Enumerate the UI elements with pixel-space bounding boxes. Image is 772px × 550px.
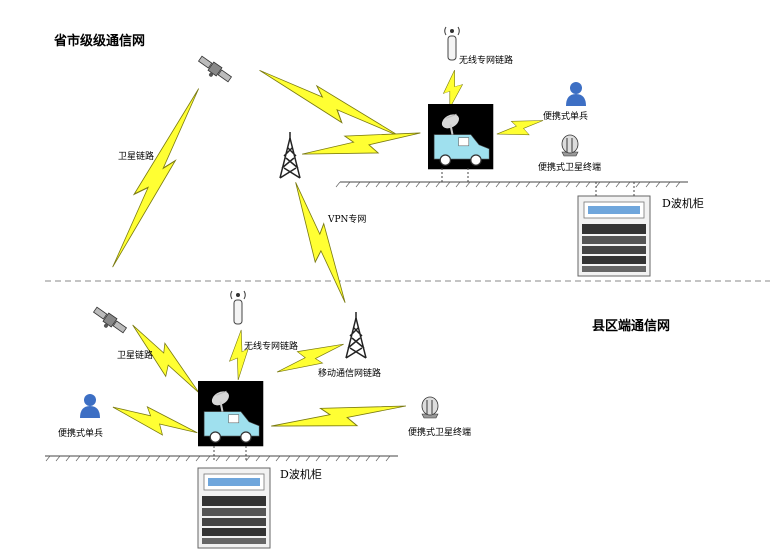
- label-wireless-link-top: 无线专网链路: [459, 54, 513, 66]
- link-tower-to-vehicle-bolt: [299, 118, 424, 171]
- link-vehicle-to-soldier-top-bolt: [494, 109, 547, 147]
- region-title-bottom: 县区端通信网: [592, 318, 670, 334]
- sat-terminal-icon: [561, 134, 579, 157]
- person-icon: [566, 82, 586, 106]
- cabinet-icon: [577, 195, 651, 277]
- sat-terminal-icon: [421, 396, 439, 419]
- tower-icon: [345, 311, 367, 359]
- region-title-top: 省市级级通信网: [53, 33, 145, 49]
- person-icon: [80, 394, 100, 418]
- label-sat-terminal-top: 便携式卫星终端: [538, 161, 601, 173]
- link-antenna-to-vehicle-bottom-bolt: [228, 329, 250, 381]
- antenna-icon: [230, 290, 246, 325]
- cabinet-icon: [197, 467, 271, 549]
- label-portable-soldier-top: 便携式单兵: [543, 110, 588, 122]
- satellite-icon: [194, 54, 234, 88]
- ground-bottom: [45, 455, 398, 462]
- link-soldier-to-vehicle-bottom-bolt: [108, 398, 201, 443]
- label-vpn: VPN专网: [327, 213, 366, 225]
- tower-icon: [279, 131, 301, 179]
- satellite-link-top-bolt: [102, 81, 207, 274]
- vehicle-icon: [426, 102, 495, 171]
- antenna-icon: [444, 26, 460, 61]
- label-cabinet-top: D波机柜: [662, 196, 704, 210]
- label-wireless-link-bottom: 无线专网链路: [244, 340, 298, 352]
- label-portable-soldier-bottom: 便携式单兵: [58, 427, 103, 439]
- link-vehicle-to-satterm-bottom-bolt: [269, 391, 409, 443]
- label-sat-terminal-bottom: 便携式卫星终端: [408, 426, 471, 438]
- link-sat-to-vehicle-top-bolt: [252, 62, 407, 147]
- ground-top: [335, 181, 688, 188]
- label-cabinet-bottom: D波机柜: [280, 467, 322, 481]
- label-satellite-link-bottom: 卫星链路: [117, 349, 153, 361]
- label-satellite-link-top: 卫星链路: [118, 150, 154, 162]
- link-vehicle-to-antenna-top-bolt: [442, 69, 464, 109]
- satellite-icon: [89, 305, 129, 339]
- vehicle-icon: [196, 379, 265, 448]
- vpn-link-bolt: [280, 178, 359, 308]
- label-mobile-link: 移动通信网链路: [318, 367, 381, 379]
